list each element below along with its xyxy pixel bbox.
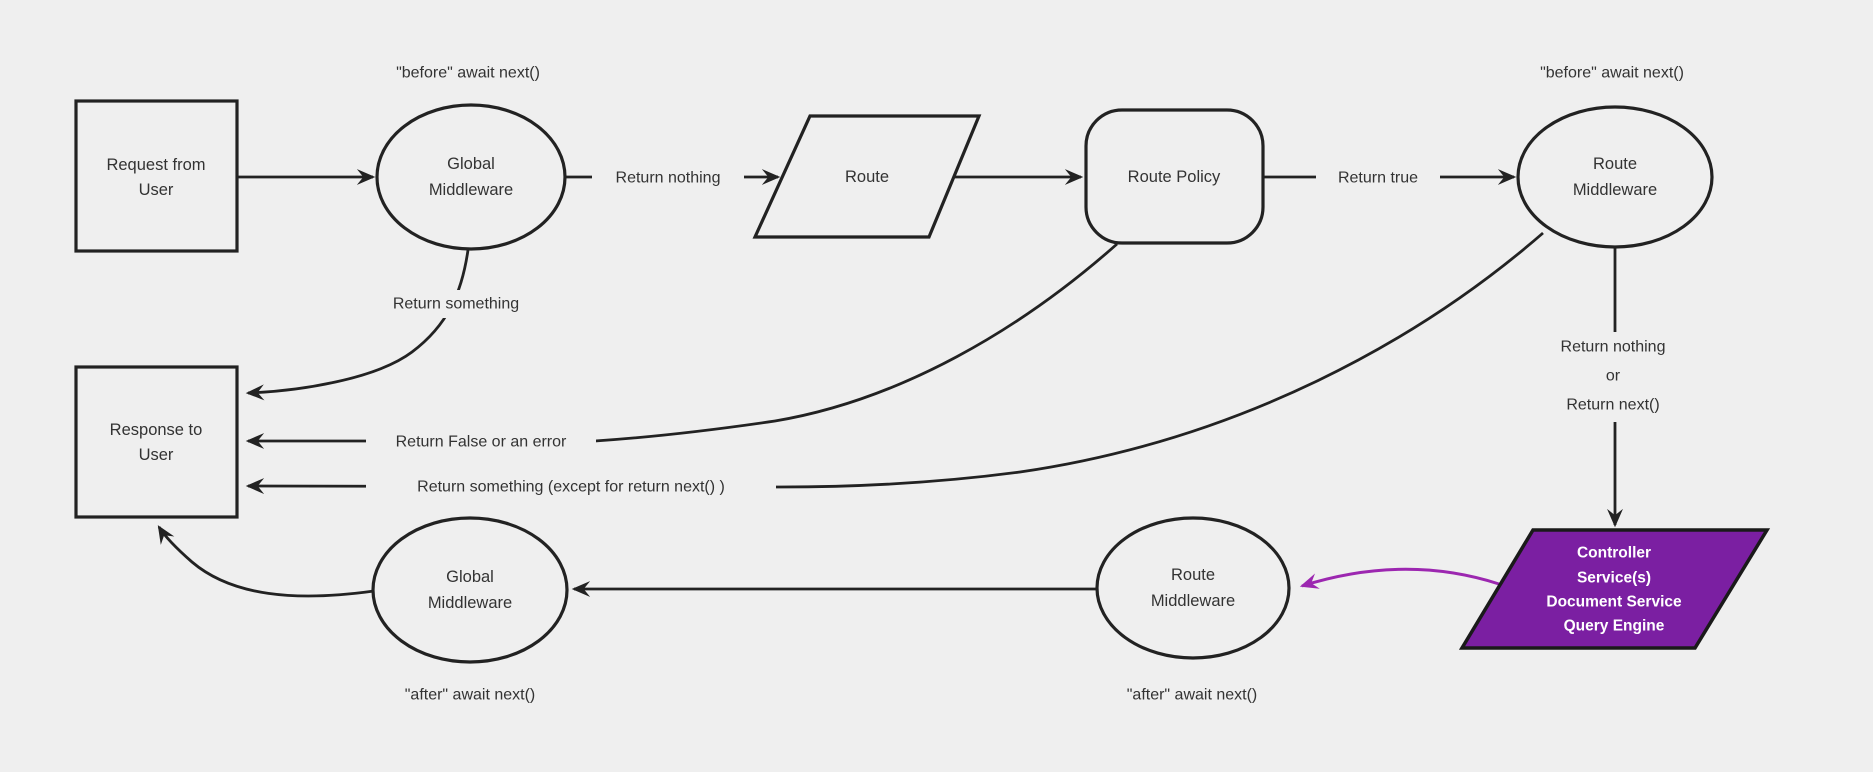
edge-global-middleware-to-response (245, 249, 470, 401)
edge-controller-to-route-middleware-bottom (1299, 567, 1500, 589)
node-label: User (139, 446, 174, 464)
route-middleware-ellipse (1095, 516, 1291, 660)
node-route: Route (752, 114, 982, 239)
node-label: Query Engine (1564, 618, 1665, 635)
node-label: Middleware (1151, 592, 1235, 610)
label-bg (1316, 163, 1440, 191)
annotation-before-await-left: "before" await next() (396, 65, 540, 82)
edge-global-middleware-bottom-to-response (157, 525, 375, 598)
edge-label-return-something: Return something (368, 290, 544, 318)
edge-label-return-something-except: Return something (except for return next… (366, 472, 776, 500)
node-label: Service(s) (1577, 570, 1651, 587)
annotation-after-await-left: "after" await next() (405, 687, 536, 704)
node-route-middleware-bottom: Route Middleware (1095, 516, 1291, 660)
edge-label-text: Return nothing (616, 170, 721, 187)
node-request-from-user: Request from User (74, 99, 239, 253)
node-label: Route (1171, 566, 1215, 584)
controller-parallelogram (1458, 528, 1771, 650)
node-label: User (139, 181, 174, 199)
edge-label-text: Return nothing (1561, 339, 1666, 356)
edge-label-return-nothing: Return nothing (592, 163, 744, 191)
node-label: Route (1593, 155, 1637, 173)
edge-route-policy-to-response (245, 242, 1118, 449)
node-label: Route (845, 168, 889, 186)
annotation-before-await-right: "before" await next() (1540, 65, 1684, 82)
edge-label-text: Return False or an error (396, 434, 567, 451)
node-label: Request from (106, 156, 205, 174)
node-label: Global (446, 568, 494, 586)
edge-label-return-false-or-error: Return False or an error (366, 427, 596, 455)
node-label: Global (447, 155, 495, 173)
edge-label-text: or (1606, 368, 1621, 385)
edge-label-text: Return next() (1566, 397, 1659, 414)
node-label: Route Policy (1128, 168, 1221, 186)
node-global-middleware-bottom: Global Middleware (371, 516, 569, 664)
node-label: Document Service (1546, 594, 1682, 611)
node-response-to-user: Response to User (74, 365, 239, 519)
node-label: Controller (1577, 545, 1651, 562)
route-middleware-ellipse (1516, 105, 1714, 249)
node-controller-services: Controller Service(s) Document Service Q… (1458, 528, 1771, 650)
node-label: Middleware (1573, 181, 1657, 199)
edge-label-return-true: Return true (1316, 163, 1440, 191)
label-bg (366, 472, 776, 500)
node-label: Middleware (429, 181, 513, 199)
label-bg (1536, 332, 1692, 422)
route-parallelogram (752, 114, 982, 239)
node-route-middleware-top: Route Middleware (1516, 105, 1714, 249)
edge-route-middleware-to-response (245, 231, 1544, 495)
node-label: Response to (110, 421, 203, 439)
node-route-policy: Route Policy (1084, 108, 1265, 245)
annotation-after-await-right: "after" await next() (1127, 687, 1258, 704)
label-bg (368, 290, 544, 318)
global-middleware-ellipse (371, 516, 569, 664)
request-box (74, 99, 239, 253)
label-bg (366, 427, 596, 455)
edge-label-return-nothing-or-next: Return nothing or Return next() (1536, 332, 1692, 422)
label-bg (592, 163, 744, 191)
edge-label-text: Return something (393, 296, 519, 313)
node-global-middleware-top: Global Middleware (375, 103, 567, 251)
response-box (74, 365, 239, 519)
edge-label-text: Return true (1338, 170, 1418, 187)
edge-label-text: Return something (except for return next… (417, 479, 725, 496)
route-policy-box (1084, 108, 1265, 245)
node-label: Middleware (428, 594, 512, 612)
global-middleware-ellipse (375, 103, 567, 251)
